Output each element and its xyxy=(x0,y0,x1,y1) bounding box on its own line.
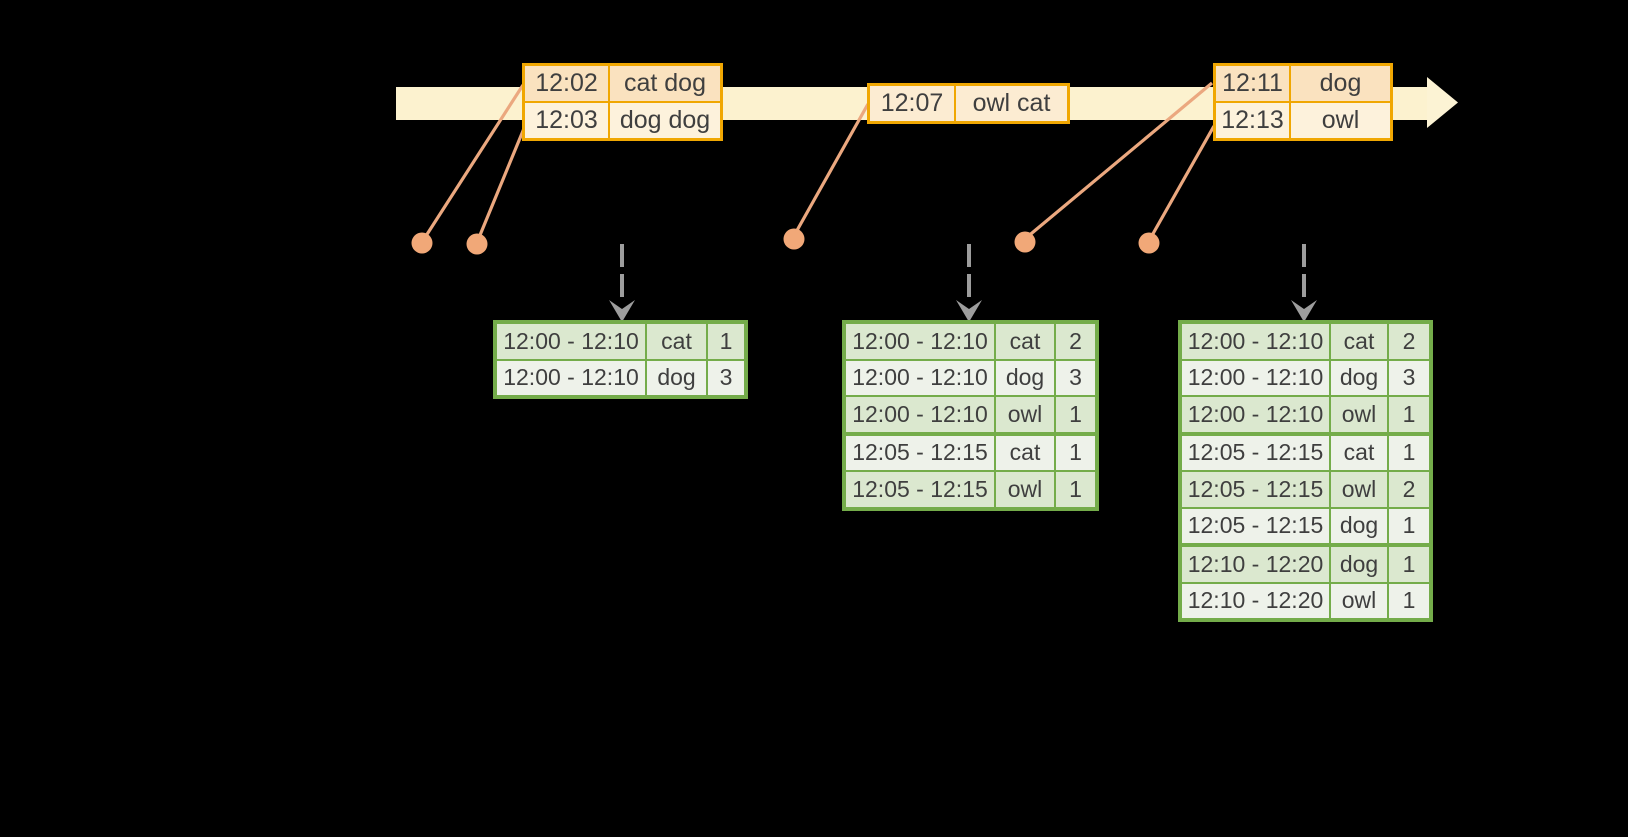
window-cell: 12:00 - 12:10 xyxy=(497,360,647,395)
event-words-cell: owl cat xyxy=(956,86,1067,121)
window-cell: 12:05 - 12:15 xyxy=(846,435,996,470)
event-time-cell: 12:02 xyxy=(525,66,610,101)
word-cell: dog xyxy=(1331,360,1389,395)
word-cell: dog xyxy=(647,360,708,395)
event-time-cell: 12:13 xyxy=(1216,103,1291,138)
event-time-cell: 12:03 xyxy=(525,103,610,138)
window-cell: 12:00 - 12:10 xyxy=(846,324,996,359)
event-time-cell: 12:11 xyxy=(1216,66,1291,101)
word-cell: owl xyxy=(1331,472,1389,507)
count-cell: 3 xyxy=(1056,360,1095,395)
window-cell: 12:00 - 12:10 xyxy=(1182,360,1331,395)
event-connector-line xyxy=(793,103,870,235)
window-cell: 12:00 - 12:10 xyxy=(846,397,996,432)
trigger-arrowhead-icon xyxy=(956,300,982,322)
word-cell: dog xyxy=(996,360,1056,395)
word-cell: dog xyxy=(1331,547,1389,582)
count-cell: 1 xyxy=(1389,547,1429,582)
word-cell: cat xyxy=(647,324,708,359)
word-cell: cat xyxy=(1331,324,1389,359)
window-cell: 12:00 - 12:10 xyxy=(846,360,996,395)
timeline-arrowhead-icon xyxy=(1427,77,1458,128)
word-cell: cat xyxy=(996,435,1056,470)
trigger-arrowhead-icon xyxy=(1291,300,1317,322)
count-cell: 1 xyxy=(1056,472,1095,507)
word-cell: owl xyxy=(1331,397,1389,432)
event-connector-line xyxy=(476,125,527,241)
count-cell: 2 xyxy=(1389,472,1429,507)
event-words-cell: owl xyxy=(1291,103,1390,138)
window-cell: 12:05 - 12:15 xyxy=(1182,472,1331,507)
event-dot xyxy=(1014,231,1036,253)
count-cell: 1 xyxy=(708,324,744,359)
event-time-cell: 12:07 xyxy=(870,86,956,121)
word-cell: cat xyxy=(996,324,1056,359)
count-cell: 1 xyxy=(1389,397,1429,432)
event-words-cell: dog dog xyxy=(610,103,720,138)
event-dot xyxy=(411,232,433,254)
count-cell: 1 xyxy=(1056,397,1095,432)
count-cell: 1 xyxy=(1056,435,1095,470)
count-cell: 2 xyxy=(1389,324,1429,359)
word-cell: cat xyxy=(1331,435,1389,470)
window-cell: 12:10 - 12:20 xyxy=(1182,583,1331,618)
event-dot xyxy=(783,228,805,250)
count-cell: 2 xyxy=(1056,324,1095,359)
count-cell: 3 xyxy=(708,360,744,395)
word-cell: owl xyxy=(996,397,1056,432)
count-cell: 1 xyxy=(1389,435,1429,470)
count-cell: 1 xyxy=(1389,583,1429,618)
window-cell: 12:00 - 12:10 xyxy=(497,324,647,359)
word-cell: owl xyxy=(996,472,1056,507)
window-cell: 12:10 - 12:20 xyxy=(1182,547,1331,582)
event-words-cell: dog xyxy=(1291,66,1390,101)
event-connector-line xyxy=(1148,125,1216,240)
event-dot xyxy=(1138,232,1160,254)
trigger-arrowhead-icon xyxy=(609,300,635,322)
count-cell: 3 xyxy=(1389,360,1429,395)
word-cell: dog xyxy=(1331,508,1389,543)
window-cell: 12:00 - 12:10 xyxy=(1182,397,1331,432)
window-cell: 12:05 - 12:15 xyxy=(846,472,996,507)
count-cell: 1 xyxy=(1389,508,1429,543)
event-words-cell: cat dog xyxy=(610,66,720,101)
word-cell: owl xyxy=(1331,583,1389,618)
event-dot xyxy=(466,233,488,255)
window-cell: 12:05 - 12:15 xyxy=(1182,508,1331,543)
window-cell: 12:05 - 12:15 xyxy=(1182,435,1331,470)
window-cell: 12:00 - 12:10 xyxy=(1182,324,1331,359)
